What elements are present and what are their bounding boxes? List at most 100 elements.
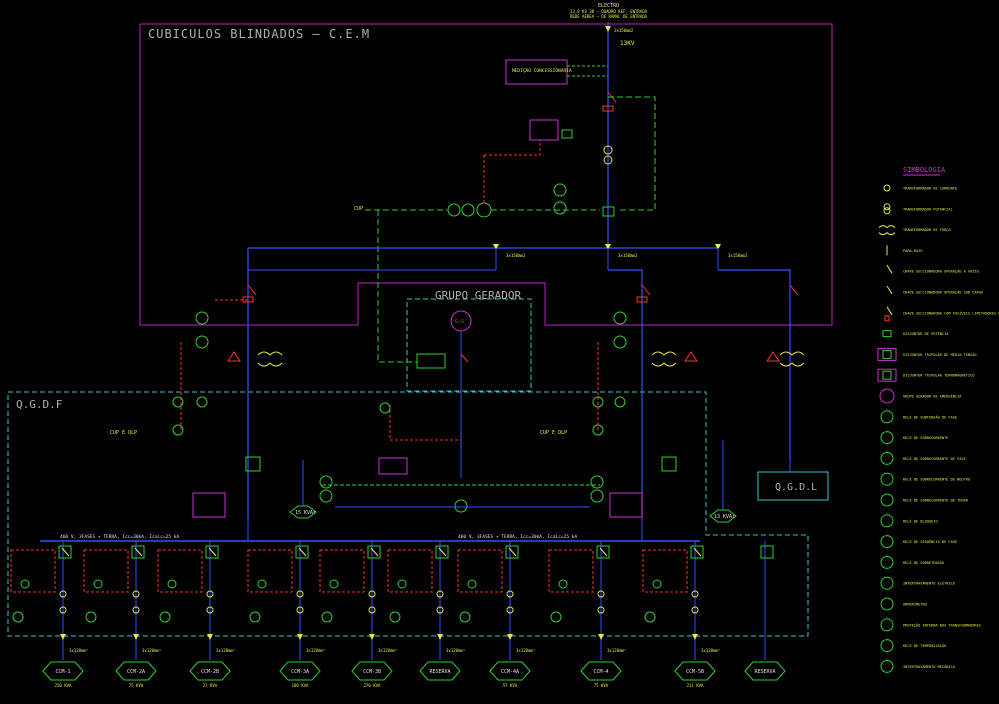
svg-text:3x120mm²: 3x120mm² — [142, 648, 161, 653]
legend: SIMBOLOGIA TRANSFORMADOR DE CORRENTE TRAN… — [877, 166, 999, 673]
legend-item: RELÉ DE SEQUÊNCIA DE FASE — [880, 535, 957, 549]
qgdl-transformer — [766, 284, 805, 367]
lv-feeders: 3x120mm² CCM-1 250 KVA 3x120mm² CCM-2A 75 KVA… — [10, 541, 786, 688]
legend-item: AMPERÍMETRO — [880, 597, 927, 611]
legend-label: DISJUNTOR TRIPOLAR TERMOMAGNÉTICO — [903, 373, 974, 378]
legend-item: PÁRA-RAIO — [886, 245, 922, 256]
legend-label: RELÉ DE SOBRECORRENTE — [903, 435, 948, 440]
legend-label: RELÉ DE SOBRECORRENTE DE TERRA — [903, 498, 969, 503]
legend-label: PÁRA-RAIO — [903, 248, 922, 253]
right-kvar-label: 13 KVAr — [714, 514, 735, 520]
legend-item: CHAVE SECCIONADORA COM FUSÍVEIS LIMITADO… — [884, 306, 999, 322]
legend-item: RELÉ DE SOBRECORRENTE DE FASE — [880, 451, 966, 465]
legend-item: RELÉ DE SOBRECORRENTE — [880, 431, 948, 445]
voltage-label: 13KV — [620, 40, 635, 47]
legend-label: CHAVE SECCIONADORA COM FUSÍVEIS LIMITADO… — [903, 310, 999, 315]
right-cup-label: CUP E QLP — [540, 430, 567, 436]
legend-label: INTERTRAVAMENTO MECÂNICO — [903, 664, 955, 669]
load-hexagon — [674, 661, 716, 681]
feeder-2: 3x120mm² CCM-2A 75 KVA — [83, 541, 161, 688]
svg-text:3x150mm2: 3x150mm2 — [614, 28, 634, 33]
left-transformer — [180, 284, 283, 430]
load-hexagon — [115, 661, 157, 681]
legend-item: TRANSFORMADOR POTENCIAL — [883, 203, 953, 215]
legend-item: DISJUNTOR TRIPOLAR DE MÉDIA TENSÃO — [877, 347, 977, 361]
feeder-6: 3x120mm² RESERVA — [387, 541, 465, 681]
load-name: CCM-3B — [363, 669, 381, 675]
svg-text:3x120mm²: 3x120mm² — [701, 648, 720, 653]
load-hexagon — [744, 661, 786, 681]
left-kvar-label: 15 KVAr — [295, 510, 316, 516]
load-note: 75 KVA — [129, 683, 144, 688]
legend-item: RELÉ DE TEMPORIZAÇÃO — [880, 639, 946, 653]
load-hexagon — [42, 661, 84, 681]
load-name: CCM-4 — [593, 669, 608, 675]
load-name: CCM-3A — [291, 669, 309, 675]
gerador-title: GRUPO GERADOR — [435, 289, 521, 302]
legend-item: DISJUNTOR TRIPOLAR TERMOMAGNÉTICO — [877, 368, 974, 382]
svg-text:G.G: G.G — [455, 319, 464, 325]
cem-enclosure — [139, 23, 833, 326]
cem-title: CUBICULOS BLINDADOS — C.E.M — [148, 27, 370, 41]
load-name: CCM-5B — [686, 669, 704, 675]
load-note: 75 KVA — [594, 683, 609, 688]
legend-item: RELÉ DE SOBRECORRENTE DE NEUTRO — [880, 472, 970, 486]
legend-item: RELÉ DE SOBRETENSÃO — [880, 555, 944, 569]
qgdf-title: Q.G.D.F — [16, 398, 62, 411]
legend-item: INTERTRAVAMENTO MECÂNICO — [880, 659, 955, 673]
legend-label: DISJUNTOR DE POTÊNCIA — [903, 331, 949, 336]
legend-label: INTERTRAVAMENTO ELÉTRICO — [903, 581, 955, 586]
load-name: CCM-2A — [127, 669, 145, 675]
bus-left-label: 460 V, 3FASES + TERRA, Icc=30kA, Icalc=2… — [60, 534, 179, 540]
load-hexagon — [351, 661, 393, 681]
medicao-box — [505, 59, 568, 85]
qgdl-title: Q.G.D.L — [775, 482, 817, 493]
load-note: 57 KVA — [503, 683, 518, 688]
qgdl-box — [757, 471, 829, 501]
legend-item: CHAVE SECCIONADORA OPERAÇÃO SOB CARGA — [886, 285, 984, 295]
source-line1: 13,8 KV 3Ø — QUADRO REF. ENTRADA — [570, 9, 648, 14]
legend-label: RELÉ DE SOBRETENSÃO — [903, 560, 944, 565]
legend-label: RELÉ DE SOBRECORRENTE DE NEUTRO — [903, 477, 970, 482]
legend-item: TRANSFORMADOR DE FORÇA — [878, 225, 951, 236]
legend-item: DISJUNTOR DE POTÊNCIA — [882, 330, 949, 338]
load-note: 250 KVA — [55, 683, 72, 688]
load-name: RESERVA — [429, 669, 450, 675]
gerador-enclosure — [406, 298, 532, 392]
legend-title: SIMBOLOGIA — [903, 166, 946, 174]
svg-text:3x120mm²: 3x120mm² — [446, 648, 465, 653]
feeder-5: 3x120mm² CCM-3B 270 KVA — [319, 541, 397, 688]
arrow-icon — [605, 26, 611, 32]
medicao-label: MEDIÇÃO CONCESSIONÁRIA — [512, 67, 572, 74]
svg-text:3x150mm2: 3x150mm2 — [506, 253, 526, 258]
legend-item: GRUPO GERADOR DE EMERGÊNCIA — [879, 388, 962, 404]
source-line2: REDE AÉREA — DE RAMAL DE ENTRADA — [570, 14, 648, 19]
qgdf-enclosure — [7, 391, 809, 637]
legend-item: RELÉ DE BLOQUEIO — [880, 514, 938, 528]
svg-text:3x150mm2: 3x150mm2 — [728, 253, 748, 258]
legend-label: TRANSFORMADOR DE FORÇA — [903, 228, 951, 232]
cup-label: CUP — [354, 206, 363, 212]
load-hexagon — [279, 661, 321, 681]
legend-item: PROTEÇÃO INTERNA DOS TRANSFORMADORES — [880, 618, 981, 632]
legend-label: RELÉ DE SUBTENSÃO DE FASE — [903, 414, 957, 419]
load-name: CCM-1 — [55, 669, 70, 675]
load-hexagon — [189, 661, 231, 681]
load-name: CCM-2B — [201, 669, 219, 675]
legend-item: RELÉ DE SOBRECORRENTE DE TERRA — [880, 493, 969, 507]
legend-label: TRANSFORMADOR DE CORRENTE — [903, 187, 957, 191]
load-hexagon — [580, 661, 622, 681]
relay-box-1 — [529, 119, 559, 141]
svg-text:3x120mm²: 3x120mm² — [378, 648, 397, 653]
svg-text:3x150mm2: 3x150mm2 — [618, 253, 638, 258]
load-note: 270 KVA — [364, 683, 381, 688]
feeder-10: RESERVA — [744, 541, 786, 681]
right-transformer — [597, 284, 698, 430]
legend-label: TRANSFORMADOR POTENCIAL — [903, 207, 953, 211]
legend-label: RELÉ DE BLOQUEIO — [903, 518, 938, 523]
